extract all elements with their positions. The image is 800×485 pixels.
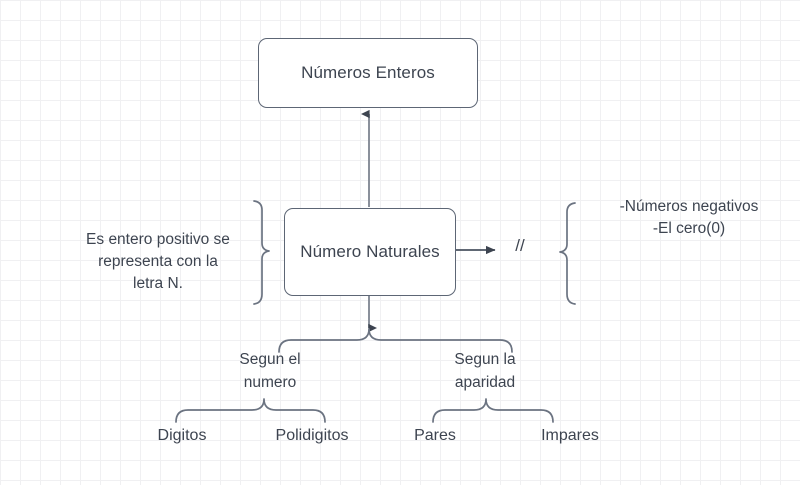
branch-label-segun-la-aparidad: Segun la aparidad <box>454 351 516 391</box>
brace-segun-numero <box>175 398 326 423</box>
leaf-label-pares: Pares <box>414 427 456 444</box>
left-description-text: Es entero positivo se representa con la … <box>86 231 230 292</box>
leaf-label-polidigitos: Polidigitos <box>275 427 349 444</box>
right-description-text: -Números negativos -El cero(0) <box>619 198 759 237</box>
node-numero-naturales[interactable]: Número Naturales <box>284 208 456 296</box>
leaf-label-digitos: Digitos <box>157 427 207 444</box>
slash-symbol: // <box>515 236 525 255</box>
node-numero-naturales-label: Número Naturales <box>300 242 440 261</box>
node-numeros-enteros-label: Números Enteros <box>301 63 435 82</box>
brace-segun-aparidad <box>432 398 554 423</box>
leaf-label-impares: Impares <box>541 427 599 444</box>
brace-right <box>559 202 576 305</box>
branch-label-segun-el-numero: Segun el numero <box>239 351 301 391</box>
node-numeros-enteros[interactable]: Números Enteros <box>258 38 478 108</box>
